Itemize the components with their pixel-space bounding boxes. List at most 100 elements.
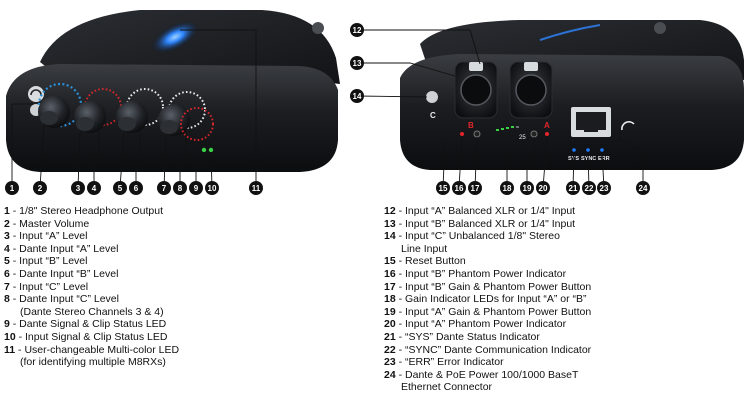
svg-text:11: 11 [252,184,261,193]
legend-text: - “ERR” Error Indicator [395,356,504,369]
input-b-label: B [468,121,474,130]
svg-text:24: 24 [639,184,648,193]
rear-callout-18: 18 [500,181,514,195]
master-volume-knob[interactable] [37,82,83,128]
input-c-jack[interactable] [426,91,438,103]
legend-item-24: 24 - Dante & PoE Power 100/1000 BaseT [384,369,591,382]
legend-text: - Input “A” Phantom Power Indicator [395,318,567,331]
rear-leader-19 [526,137,535,188]
svg-text:1: 1 [10,184,15,193]
legend-number: 20 [384,318,396,331]
input-a-label: A [544,121,550,130]
rear-device: C B A 25 SYS SYNC ERR [400,20,744,170]
front-leader-4 [93,124,100,188]
legend-text: - Input Signal & Clip Status LED [15,330,168,343]
rear-callout-23: 23 [597,181,611,195]
svg-text:7: 7 [162,184,167,193]
svg-text:14: 14 [353,92,362,101]
legend-text: - Input “B” Balanced XLR or 1/4" Input [395,217,576,230]
xlr-combo-input-a[interactable] [454,61,498,119]
legend-number: 6 [4,267,10,280]
svg-text:18: 18 [503,184,512,193]
svg-text:2: 2 [38,184,43,193]
front-callout-6: 6 [129,181,143,195]
legend-item-17: 17 - Input “B” Gain & Phantom Power Butt… [384,281,591,294]
legend-text: - Input “A” Level [9,230,88,243]
ethernet-port[interactable] [571,107,611,137]
legend-number: 1 [4,205,10,217]
rear-leader-16 [458,136,463,189]
sync-label: SYNC [581,156,596,162]
legend-item-15: 15 - Reset Button [384,255,591,268]
legend-text: - Master Volume [9,217,90,230]
rear-leader-14 [356,95,428,98]
rear-callout-24: 24 [636,181,650,195]
legend-number: 9 [4,318,10,331]
dante-signal-led [201,147,207,153]
legend-item-18: 18 - Gain Indicator LEDs for Input “A” o… [384,293,591,306]
front-callout-2: 2 [33,181,47,195]
legend-item-14: 14 - Input “C” Unbalanced 1/8" Stereo [384,230,591,243]
legend-number: 15 [384,255,396,268]
legend-item-23: 23 - “ERR” Error Indicator [384,356,591,369]
legend-item-11-continued: (for identifying multiple M8RXs) [20,356,166,369]
rear-callout-16: 16 [452,181,466,195]
front-leader-11 [180,29,257,188]
legend-item-13: 13 - Input “B” Balanced XLR or 1/4" Inpu… [384,218,591,231]
legend-text: - Input “C” Level [9,280,89,293]
legend-text: - “SYS” Dante Status Indicator [395,330,540,343]
legend-number: 7 [4,280,10,293]
legend-text: - 1/8" Stereo Headphone Output [9,205,164,217]
svg-text:12: 12 [353,26,362,35]
front-callout-7: 7 [157,181,171,195]
rear-logo-icon [654,22,666,34]
legend-number: 10 [4,330,16,343]
legend-item-21: 21 - “SYS” Dante Status Indicator [384,331,591,344]
rear-callout-21: 21 [566,181,580,195]
legend-text: - User-changeable Multi-color LED [15,343,180,356]
legend-number: 13 [384,217,396,230]
sync-led [586,148,590,152]
legend-number: 8 [4,293,10,306]
svg-text:23: 23 [600,184,609,193]
dante-c-level-knob[interactable] [180,107,214,141]
front-leader-5 [119,131,125,189]
input-a-gain-button[interactable] [530,130,538,138]
legend-text: - Input “B” Level [9,255,88,268]
front-callout-8: 8 [173,181,187,195]
front-callout-9: 9 [189,181,203,195]
front-callout-10: 10 [205,181,219,195]
legend-number: 17 [384,280,396,293]
front-logo-icon [312,22,324,34]
ethernet-icon [621,120,635,131]
legend-number: 21 [384,330,396,343]
rear-leader-24 [619,128,644,188]
svg-text:9: 9 [194,184,199,193]
front-callout-11: 11 [249,181,263,195]
legend-item-10: 10 - Input Signal & Clip Status LED [4,331,179,344]
rear-callout-20: 20 [536,181,550,195]
input-b-gain-button[interactable] [473,130,481,138]
rear-callout-13: 13 [350,56,364,70]
legend-text: - Dante Input “B” Level [9,267,119,280]
legend-text: - “SYNC” Dante Communication Indicator [395,343,592,356]
front-callout-4: 4 [87,181,101,195]
legend-number: 16 [384,267,396,280]
input-signal-led [208,147,214,153]
xlr-combo-input-b[interactable] [509,61,553,119]
rear-leader-20 [542,136,548,189]
legend-item-3: 3 - Input “A” Level [4,230,179,243]
legend-number: 3 [4,230,10,243]
svg-text:15: 15 [439,184,448,193]
legend-item-16: 16 - Input “B” Phantom Power Indicator [384,268,591,281]
err-label: ERR [598,156,610,162]
legend-number: 22 [384,343,396,356]
legend-item-7: 7 - Input “C” Level [4,281,179,294]
legend-item-20: 20 - Input “A” Phantom Power Indicator [384,318,591,331]
rear-blue-edge-led [539,24,601,41]
legend-text: - Input “A” Gain & Phantom Power Button [395,305,592,318]
input-a-phantom-led [545,132,549,136]
svg-text:20: 20 [539,184,548,193]
